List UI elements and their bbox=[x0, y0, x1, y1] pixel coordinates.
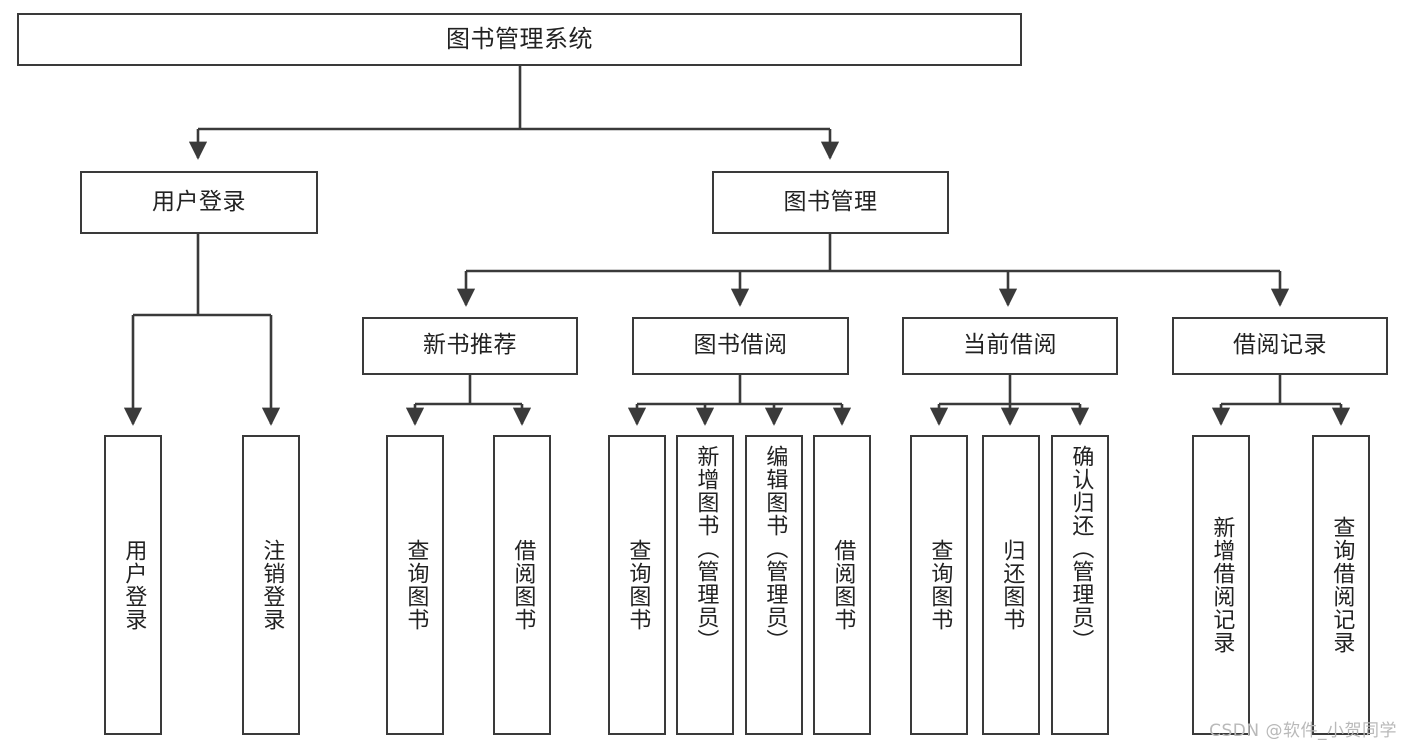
csdn-watermark: CSDN @软件_小贺同学 bbox=[1209, 721, 1397, 741]
node-label: 新书推荐 bbox=[423, 332, 517, 359]
node-label: 查询图书 bbox=[927, 539, 953, 631]
leaf-edit-book-admin[interactable]: 编辑图书（管理员） bbox=[745, 435, 803, 735]
leaf-query-borrow-record[interactable]: 查询借阅记录 bbox=[1312, 435, 1370, 735]
node-label: 新增借阅记录 bbox=[1209, 516, 1235, 654]
leaf-return-book[interactable]: 归还图书 bbox=[982, 435, 1040, 735]
node-label: 用户登录 bbox=[152, 188, 246, 215]
leaf-logout[interactable]: 注销登录 bbox=[242, 435, 300, 735]
node-borrow-record[interactable]: 借阅记录 bbox=[1172, 317, 1388, 375]
node-label: 查询图书 bbox=[403, 539, 429, 631]
leaf-borrow-book[interactable]: 借阅图书 bbox=[813, 435, 871, 735]
node-label: 图书管理 bbox=[783, 188, 878, 215]
node-new-book-recommend[interactable]: 新书推荐 bbox=[362, 317, 578, 375]
node-label: 归还图书 bbox=[999, 539, 1025, 631]
node-current-borrow[interactable]: 当前借阅 bbox=[902, 317, 1118, 375]
leaf-query-book-current[interactable]: 查询图书 bbox=[910, 435, 968, 735]
node-label: 借阅记录 bbox=[1233, 332, 1327, 359]
node-label: 当前借阅 bbox=[963, 332, 1057, 359]
leaf-query-book-recommend[interactable]: 查询图书 bbox=[386, 435, 444, 735]
node-label: 用户登录 bbox=[121, 539, 147, 631]
node-label: 查询图书 bbox=[625, 539, 651, 631]
node-book-management[interactable]: 图书管理 bbox=[712, 171, 949, 234]
node-label: 图书管理系统 bbox=[446, 25, 593, 54]
leaf-add-book-admin[interactable]: 新增图书（管理员） bbox=[676, 435, 734, 735]
node-label: 借阅图书 bbox=[830, 539, 856, 631]
node-user-login[interactable]: 用户登录 bbox=[80, 171, 318, 234]
node-label: 注销登录 bbox=[259, 539, 285, 631]
leaf-confirm-return-admin[interactable]: 确认归还（管理员） bbox=[1051, 435, 1109, 735]
leaf-borrow-book-recommend[interactable]: 借阅图书 bbox=[493, 435, 551, 735]
leaf-query-book-borrow[interactable]: 查询图书 bbox=[608, 435, 666, 735]
node-label: 查询借阅记录 bbox=[1329, 516, 1355, 654]
leaf-user-login[interactable]: 用户登录 bbox=[104, 435, 162, 735]
node-label: 编辑图书（管理员） bbox=[762, 445, 788, 652]
node-root-library-system[interactable]: 图书管理系统 bbox=[17, 13, 1022, 66]
leaf-add-borrow-record[interactable]: 新增借阅记录 bbox=[1192, 435, 1250, 735]
node-label: 确认归还（管理员） bbox=[1068, 445, 1094, 652]
node-label: 图书借阅 bbox=[693, 332, 788, 359]
node-label: 借阅图书 bbox=[510, 539, 536, 631]
node-book-borrow[interactable]: 图书借阅 bbox=[632, 317, 849, 375]
node-label: 新增图书（管理员） bbox=[693, 445, 719, 652]
